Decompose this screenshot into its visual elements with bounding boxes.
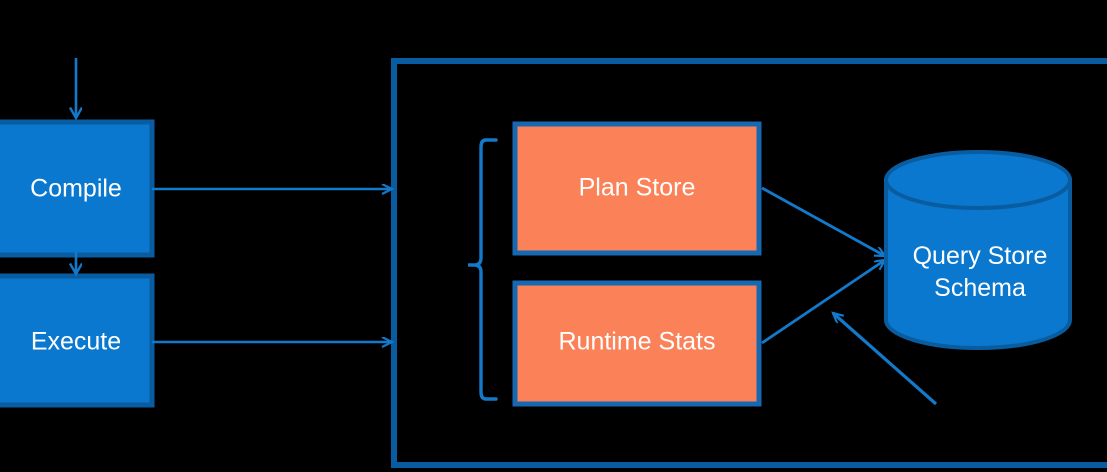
cylinder-body	[884, 178, 1072, 350]
compile-box-label: Compile	[30, 175, 122, 203]
plan-store-box[interactable]: Plan Store	[512, 121, 762, 256]
query-store-container	[391, 58, 1107, 468]
query-store-schema-label-line2: Schema	[934, 274, 1026, 302]
compile-box[interactable]: Compile	[0, 119, 155, 258]
arrow-runtime-stats-to-schema	[761, 260, 885, 345]
runtime-stats-box[interactable]: Runtime Stats	[512, 280, 762, 407]
arrow-external-to-schema	[833, 313, 938, 406]
plan-store-box-shape	[512, 121, 762, 256]
grouping-bracket	[468, 138, 498, 401]
query-store-schema-label-line1: Query Store	[913, 242, 1048, 270]
cylinder-top-ellipse	[884, 150, 1072, 210]
execute-box[interactable]: Execute	[0, 273, 155, 408]
runtime-stats-box-shape	[512, 280, 762, 407]
runtime-stats-box-label: Runtime Stats	[558, 328, 715, 356]
arrow-plan-store-to-schema	[761, 186, 885, 258]
plan-store-box-label: Plan Store	[579, 174, 696, 202]
query-store-schema-cylinder[interactable]: Query Store Schema	[884, 150, 1072, 350]
execute-box-label: Execute	[31, 328, 121, 356]
